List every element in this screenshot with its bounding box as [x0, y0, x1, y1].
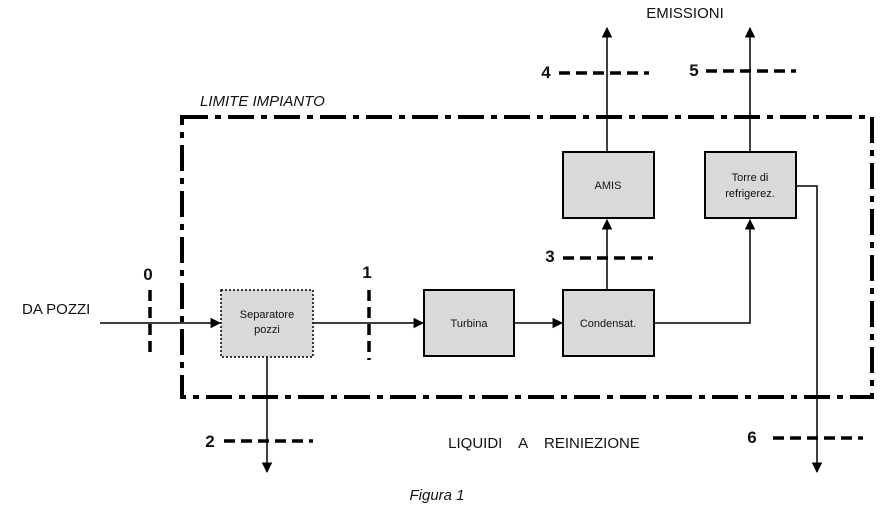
- separator-label-line2: pozzi: [254, 324, 280, 336]
- section-3-number: 3: [545, 247, 554, 266]
- amis-label: AMIS: [595, 180, 622, 192]
- condenser-label: Condensat.: [580, 318, 636, 330]
- section-1-number: 1: [362, 263, 371, 282]
- section-5-number: 5: [689, 61, 698, 80]
- tower-to-reinjection-line: [796, 185, 823, 474]
- cooling-tower-label-line1: Torre di: [732, 172, 769, 184]
- turbine-block: [423, 289, 515, 357]
- condenser-to-tower-line: [654, 218, 756, 324]
- plant-limit-label: LIMITE IMPIANTO: [200, 93, 325, 110]
- condenser-block: [562, 289, 655, 357]
- cooling-tower-block: [704, 151, 797, 219]
- from-wells-label: DA POZZI: [22, 301, 90, 318]
- separator-label-line1: Separatore: [240, 309, 294, 321]
- section-6-number: 6: [747, 428, 756, 447]
- plant-boundary: [180, 115, 874, 399]
- figure-caption: Figura 1: [409, 487, 464, 504]
- section-4-number: 4: [541, 63, 551, 82]
- reinjection-label: LIQUIDI A REINIEZIONE: [448, 435, 640, 452]
- separator-block: [220, 289, 314, 358]
- cooling-tower-label-line2: refrigerez.: [725, 188, 775, 200]
- turbine-label: Turbina: [451, 318, 489, 330]
- amis-block: [562, 151, 655, 219]
- section-0-number: 0: [143, 265, 152, 284]
- emissions-label: EMISSIONI: [646, 5, 724, 22]
- section-2-number: 2: [205, 432, 214, 451]
